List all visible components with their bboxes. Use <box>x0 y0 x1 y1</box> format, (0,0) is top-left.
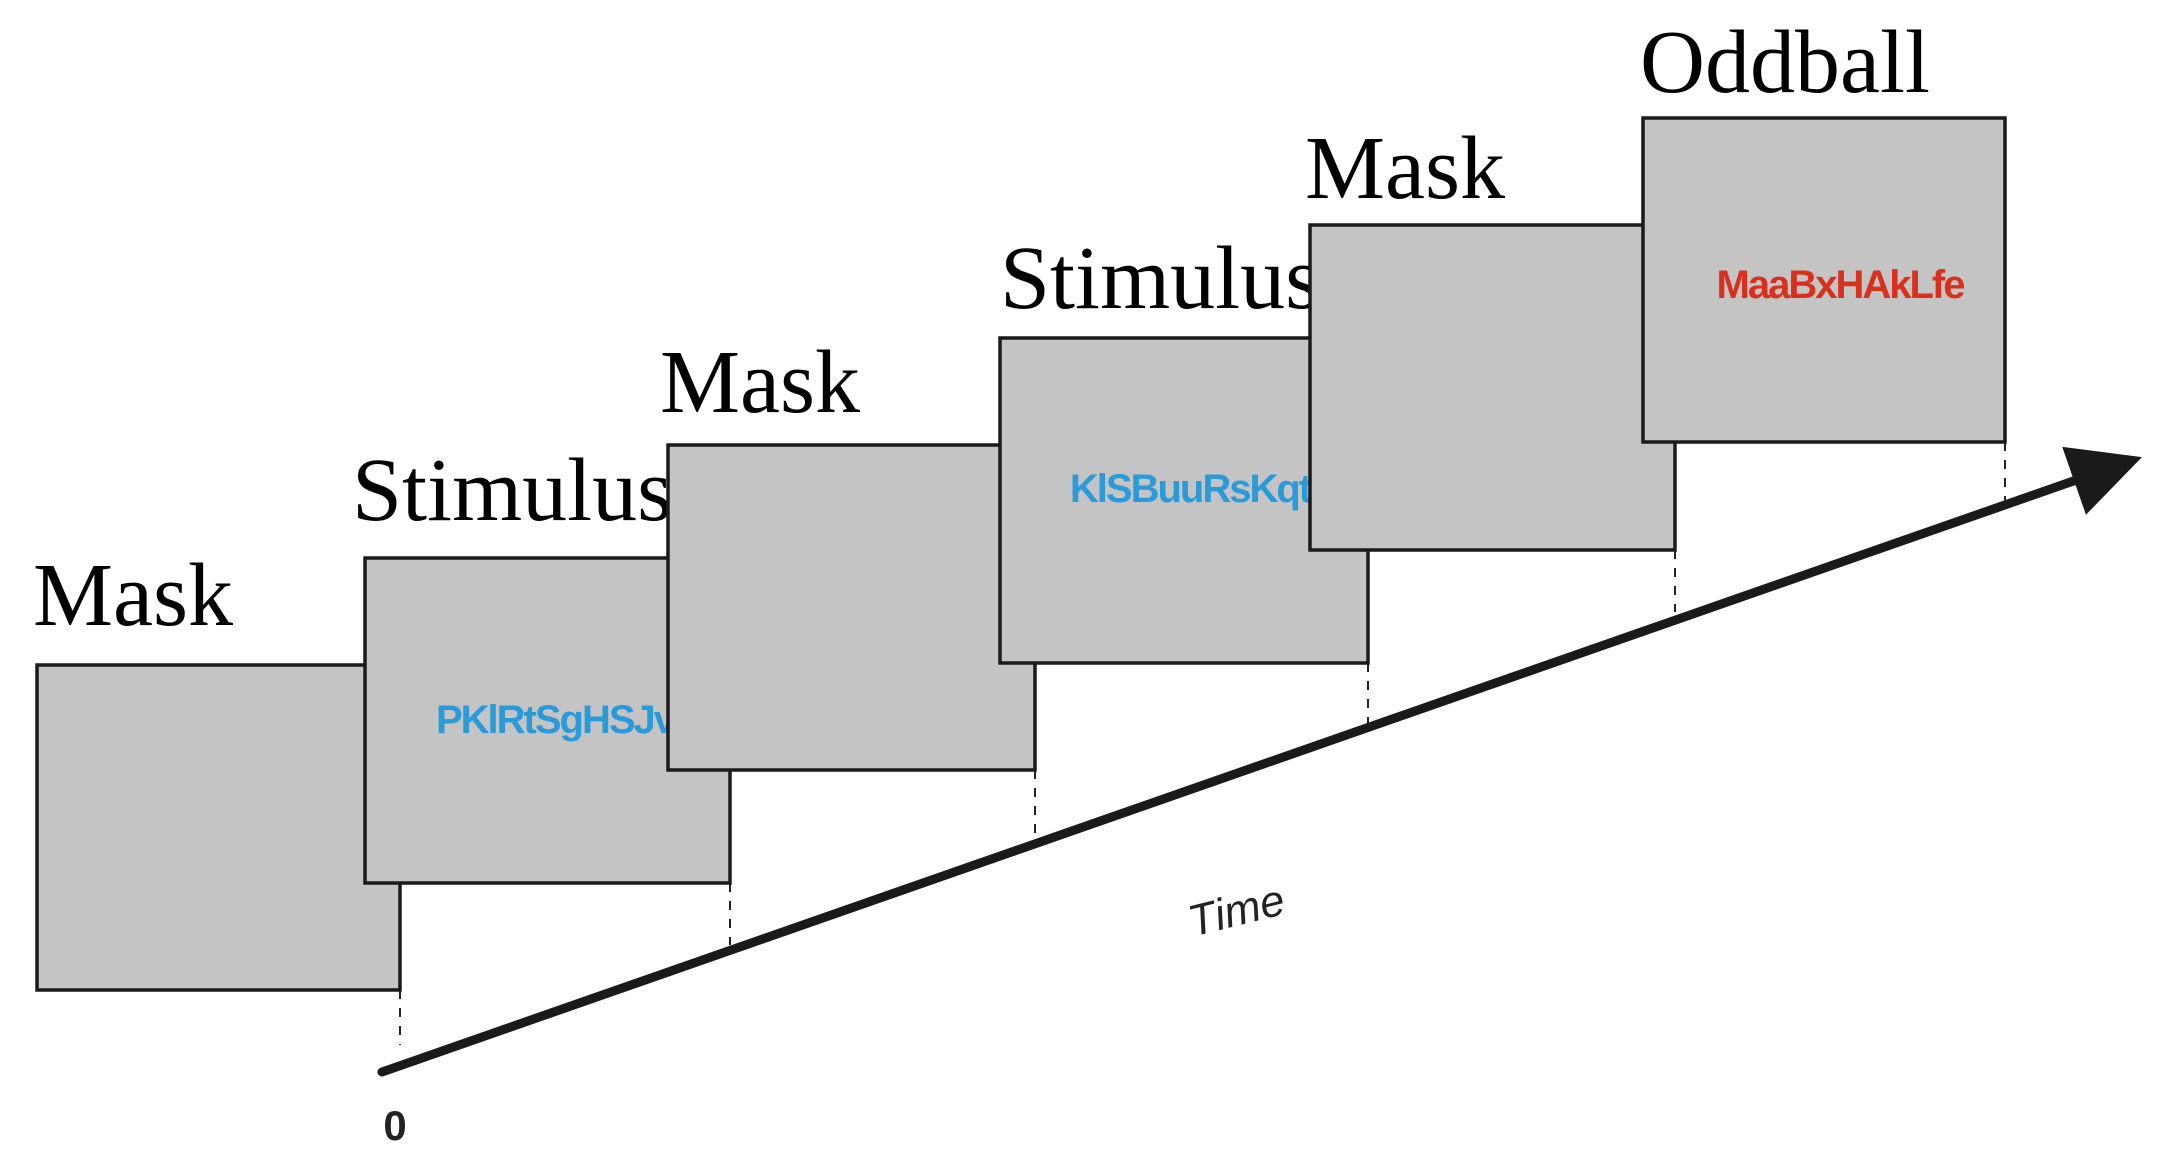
frame-box <box>666 443 1037 772</box>
stimulus-letter-string: PKlRtSgHSJv <box>436 698 677 742</box>
time-axis-label: Time <box>1183 875 1289 946</box>
frame-4-stimulus: Stimulus KlSBuuRsKqt <box>998 229 1370 665</box>
frame-box <box>1308 223 1677 552</box>
frame-3-mask: Mask <box>660 333 1037 772</box>
frame-label: Oddball <box>1640 13 1930 112</box>
stimulus-letter-string: KlSBuuRsKqt <box>1070 467 1312 511</box>
frame-5-mask: Mask <box>1305 119 1677 552</box>
frame-label: Stimulus <box>352 441 672 540</box>
frame-1-mask: Mask <box>33 546 402 992</box>
time-origin-label: 0 <box>383 1102 406 1149</box>
time-guides <box>399 442 2006 1045</box>
frame-box <box>35 663 402 992</box>
frame-6-oddball: Oddball MaaBxHAkLfe <box>1640 13 2007 444</box>
frame-label: Stimulus <box>1000 229 1320 328</box>
time-axis-arrow <box>377 446 2142 1077</box>
frame-label: Mask <box>1305 119 1505 218</box>
oddball-letter-string: MaaBxHAkLfe <box>1717 263 1965 307</box>
frame-label: Mask <box>660 333 860 432</box>
frame-box <box>1641 116 2007 444</box>
frame-box <box>998 336 1370 665</box>
frame-label: Mask <box>33 546 233 645</box>
